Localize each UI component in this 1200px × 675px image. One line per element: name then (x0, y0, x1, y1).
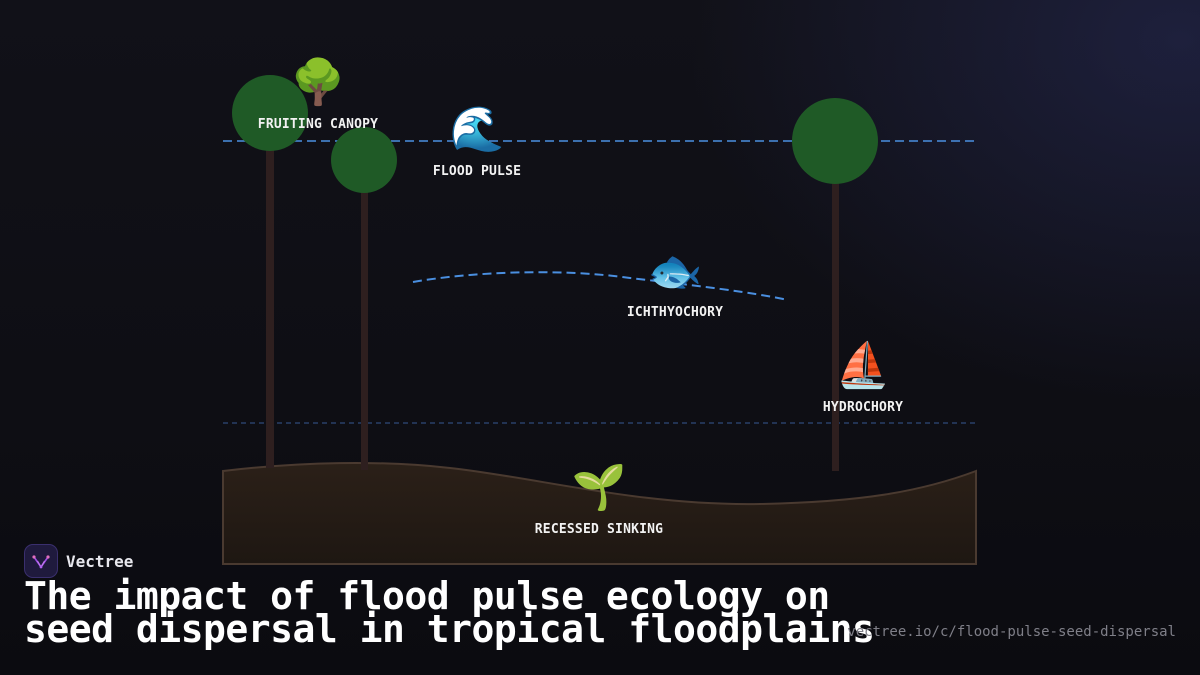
tree-icon: 🌳 (291, 55, 346, 108)
tree-middle (331, 127, 397, 470)
ground-mound (222, 461, 977, 565)
tree-right-canopy (792, 98, 878, 184)
tree-middle-trunk (361, 160, 368, 470)
tree-right (792, 98, 878, 471)
tree-left-canopy (232, 75, 308, 151)
seedling-icon: 🌱 (572, 462, 627, 513)
label-recessed-sinking: RECESSED SINKING (535, 522, 663, 537)
ichthyochory-path (412, 271, 789, 301)
tree-right-trunk (832, 168, 839, 471)
label-ichthyochory: ICHTHYOCHORY (627, 305, 723, 320)
source-url[interactable]: vectree.io/c/flood-pulse-seed-dispersal (847, 624, 1176, 640)
page-title: The impact of flood pulse ecology on see… (24, 574, 875, 651)
sailboat-icon: ⛵ (836, 340, 891, 391)
label-flood-pulse: FLOOD PULSE (433, 164, 521, 179)
tree-left (232, 75, 308, 468)
wave-icon: 🌊 (450, 104, 505, 155)
fish-icon: 🐟 (648, 246, 703, 297)
label-hydrochory: HYDROCHORY (823, 400, 903, 415)
tree-middle-canopy (331, 127, 397, 193)
tree-left-trunk (266, 112, 274, 468)
label-fruiting-canopy: FRUITING CANOPY (258, 117, 378, 132)
vectree-logo-icon (24, 544, 58, 578)
brand: Vectree (24, 544, 133, 578)
brand-name: Vectree (66, 551, 134, 571)
